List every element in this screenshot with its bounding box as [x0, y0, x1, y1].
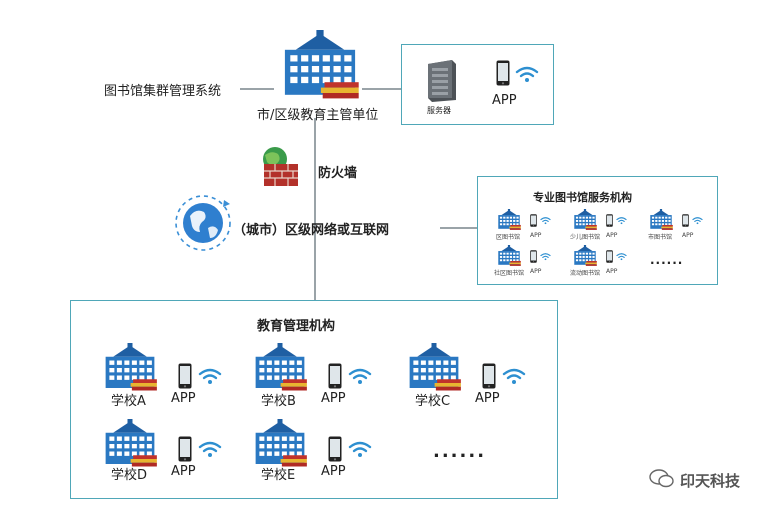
library-building-icon [572, 245, 598, 267]
phone-icon [328, 436, 342, 462]
authority-building-icon [272, 30, 368, 102]
library-building-icon [648, 209, 674, 231]
service-item-name: 社区图书馆 [494, 270, 525, 277]
school-app: APP [475, 391, 500, 406]
service-item: 市图书馆 APP [644, 209, 704, 241]
service-item-app: APP [530, 268, 542, 275]
phone-icon [530, 250, 537, 263]
school-name: 学校B [261, 394, 296, 409]
wifi-icon [616, 252, 627, 261]
library-building-icon [572, 209, 598, 231]
service-item-name: 区图书馆 [496, 234, 521, 241]
school-app: APP [321, 391, 346, 406]
school-app: APP [171, 464, 196, 479]
phone-icon [606, 250, 613, 263]
connector-vertical-main [314, 118, 316, 301]
service-item-name: 少儿图书馆 [570, 234, 601, 241]
service-item-name: 市图书馆 [648, 234, 673, 241]
system-label: 图书馆集群管理系统 [104, 84, 222, 99]
school-name: 学校C [415, 394, 451, 409]
service-item-app: APP [682, 232, 694, 239]
school-item: 学校A APP [97, 343, 237, 409]
school-item: 学校D APP [97, 419, 237, 483]
edu-ellipsis: ...... [433, 441, 487, 462]
service-item: 少儿图书馆 APP [568, 209, 628, 241]
school-name: 学校D [111, 468, 148, 483]
server-icon [428, 60, 456, 102]
network-label: （城市）区级网络或互联网 [233, 223, 390, 238]
service-org-title: 专业图书馆服务机构 [533, 191, 632, 204]
service-ellipsis: ...... [650, 253, 684, 267]
school-building-icon [247, 343, 313, 393]
service-item: 区图书馆 APP [492, 209, 552, 241]
wifi-icon [348, 440, 372, 458]
phone-icon [328, 363, 342, 389]
firewall-icon [263, 147, 298, 186]
service-item-app: APP [606, 232, 618, 239]
school-building-icon [247, 419, 313, 469]
server-label: 服务器 [427, 106, 451, 115]
school-name: 学校E [261, 468, 296, 483]
school-item: 学校C APP [401, 343, 541, 409]
authority-label: 市/区级教育主管单位 [257, 108, 379, 123]
wifi-icon [515, 65, 539, 83]
school-app: APP [171, 391, 196, 406]
service-org-box: 专业图书馆服务机构 区图书馆 APP 少儿图书馆 APP 市图书馆 APP 社区… [477, 176, 718, 285]
wifi-icon [198, 367, 222, 385]
phone-icon [530, 214, 537, 227]
connector-authority-to-server [362, 88, 402, 90]
school-building-icon [401, 343, 467, 393]
connector-system-to-authority [240, 88, 274, 90]
phone-icon [682, 214, 689, 227]
phone-icon [178, 436, 192, 462]
service-item-name: 流动图书馆 [570, 270, 601, 277]
school-app: APP [321, 464, 346, 479]
phone-icon [496, 60, 510, 86]
school-building-icon [97, 419, 163, 469]
wifi-icon [198, 440, 222, 458]
watermark-text: 印天科技 [680, 472, 741, 490]
edu-org-title: 教育管理机构 [257, 319, 336, 334]
edu-org-box: 教育管理机构 学校A APP 学校B APP 学校C APP 学校D APP 学… [70, 300, 558, 499]
phone-icon [606, 214, 613, 227]
school-building-icon [97, 343, 163, 393]
globe-icon [175, 195, 231, 251]
phone-icon [482, 363, 496, 389]
library-building-icon [496, 245, 522, 267]
firewall-label: 防火墙 [318, 166, 358, 181]
server-app-label: APP [492, 93, 517, 108]
service-item: 流动图书馆 APP [568, 245, 628, 277]
server-box: 服务器 APP [401, 44, 554, 125]
wifi-icon [540, 252, 551, 261]
wifi-icon [502, 367, 526, 385]
phone-icon [178, 363, 192, 389]
wifi-icon [348, 367, 372, 385]
school-item: 学校E APP [247, 419, 387, 483]
wechat-icon [649, 469, 674, 488]
service-item-app: APP [606, 268, 618, 275]
school-name: 学校A [111, 394, 146, 409]
school-item: 学校B APP [247, 343, 387, 409]
wifi-icon [692, 216, 703, 225]
wifi-icon [540, 216, 551, 225]
wifi-icon [616, 216, 627, 225]
library-building-icon [496, 209, 522, 231]
service-item-app: APP [530, 232, 542, 239]
service-item: 社区图书馆 APP [492, 245, 552, 277]
connector-network-to-service [440, 227, 478, 229]
